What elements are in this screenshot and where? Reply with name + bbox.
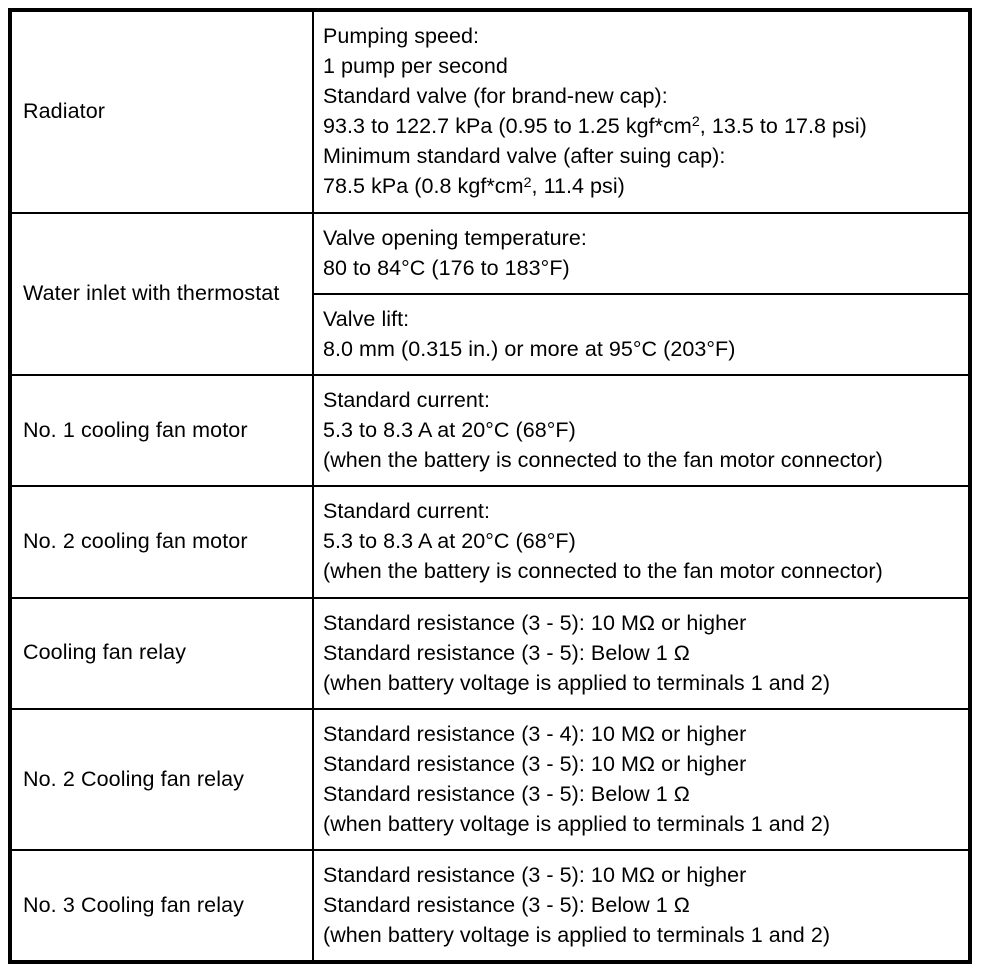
spec-line: 93.3 to 122.7 kPa (0.95 to 1.25 kgf*cm2,… — [323, 114, 867, 139]
spec-line: 5.3 to 8.3 A at 20°C (68°F) — [323, 529, 576, 554]
component-label-cell: Cooling fan relay — [10, 596, 314, 709]
spec-line: Standard current: — [323, 387, 490, 412]
spec-line: Pumping speed: — [323, 24, 480, 48]
table-row: No. 3 Cooling fan relay Standard resistan… — [10, 849, 970, 963]
specification-value-cell: Valve opening temperature: 80 to 84°C (17… — [313, 211, 970, 375]
spec-line: Valve opening temperature: — [323, 225, 587, 250]
spec-line: Standard resistance (3 - 5): 10 MΩ or hi… — [323, 610, 747, 635]
sub-row: Valve opening temperature: 80 to 84°C (17… — [314, 214, 968, 294]
spec-line: 80 to 84°C (176 to 183°F) — [323, 255, 570, 280]
sub-spec-cell: Valve lift: 8.0 mm (0.315 in.) or more at… — [314, 292, 968, 374]
component-label-cell: Radiator — [10, 10, 314, 213]
spec-line: Standard resistance (3 - 4): 10 MΩ or hi… — [323, 721, 747, 746]
spec-line: 78.5 kPa (0.8 kgf*cm2, 11.4 psi) — [323, 174, 625, 199]
specification-value-cell: Standard resistance (3 - 5): 10 MΩ or hi… — [313, 596, 970, 709]
spec-line: (when the battery is connected to the fa… — [323, 448, 883, 473]
spec-line: Standard resistance (3 - 5): Below 1 Ω — [323, 893, 690, 918]
spec-line: Minimum standard valve (after suing cap)… — [323, 144, 726, 169]
component-label-cell: No. 2 cooling fan motor — [10, 485, 314, 598]
spec-line: 8.0 mm (0.315 in.) or more at 95°C (203°… — [323, 336, 736, 361]
spec-line: Standard resistance (3 - 5): Below 1 Ω — [323, 640, 690, 665]
sub-spec-table: Valve opening temperature: 80 to 84°C (17… — [314, 214, 968, 374]
spec-line: 1 pump per second — [323, 54, 508, 79]
spec-line: Standard current: — [323, 499, 490, 524]
spec-line: Standard resistance (3 - 5): 10 MΩ or hi… — [323, 751, 747, 776]
spec-line: Standard resistance (3 - 5): 10 MΩ or hi… — [323, 863, 747, 888]
specification-value-cell: Standard resistance (3 - 5): 10 MΩ or hi… — [313, 849, 970, 963]
sub-spec-cell: Valve opening temperature: 80 to 84°C (17… — [314, 214, 968, 294]
component-label-cell: No. 2 Cooling fan relay — [10, 707, 314, 851]
spec-line: Valve lift: — [323, 306, 410, 331]
specification-value-cell: Standard current: 5.3 to 8.3 A at 20°C (6… — [313, 485, 970, 598]
component-label-cell: Water inlet with thermostat — [10, 211, 314, 375]
component-label-cell: No. 1 cooling fan motor — [10, 373, 314, 487]
spec-line: Standard resistance (3 - 5): Below 1 Ω — [323, 781, 690, 806]
spec-line: (when battery voltage is applied to term… — [323, 812, 831, 837]
spec-line: (when battery voltage is applied to term… — [323, 923, 831, 948]
table-row: Cooling fan relay Standard resistance (3 … — [10, 596, 970, 709]
specification-value-cell: Standard resistance (3 - 4): 10 MΩ or hi… — [313, 707, 970, 851]
specification-value-cell: Standard current: 5.3 to 8.3 A at 20°C (6… — [313, 373, 970, 487]
sub-row: Valve lift: 8.0 mm (0.315 in.) or more at… — [314, 292, 968, 374]
component-label-cell: No. 3 Cooling fan relay — [10, 849, 314, 963]
spec-line: (when battery voltage is applied to term… — [323, 670, 831, 695]
spec-line: Standard valve (for brand-new cap): — [323, 84, 668, 109]
spec-line: 5.3 to 8.3 A at 20°C (68°F) — [323, 418, 576, 443]
spec-line: (when the battery is connected to the fa… — [323, 559, 883, 584]
